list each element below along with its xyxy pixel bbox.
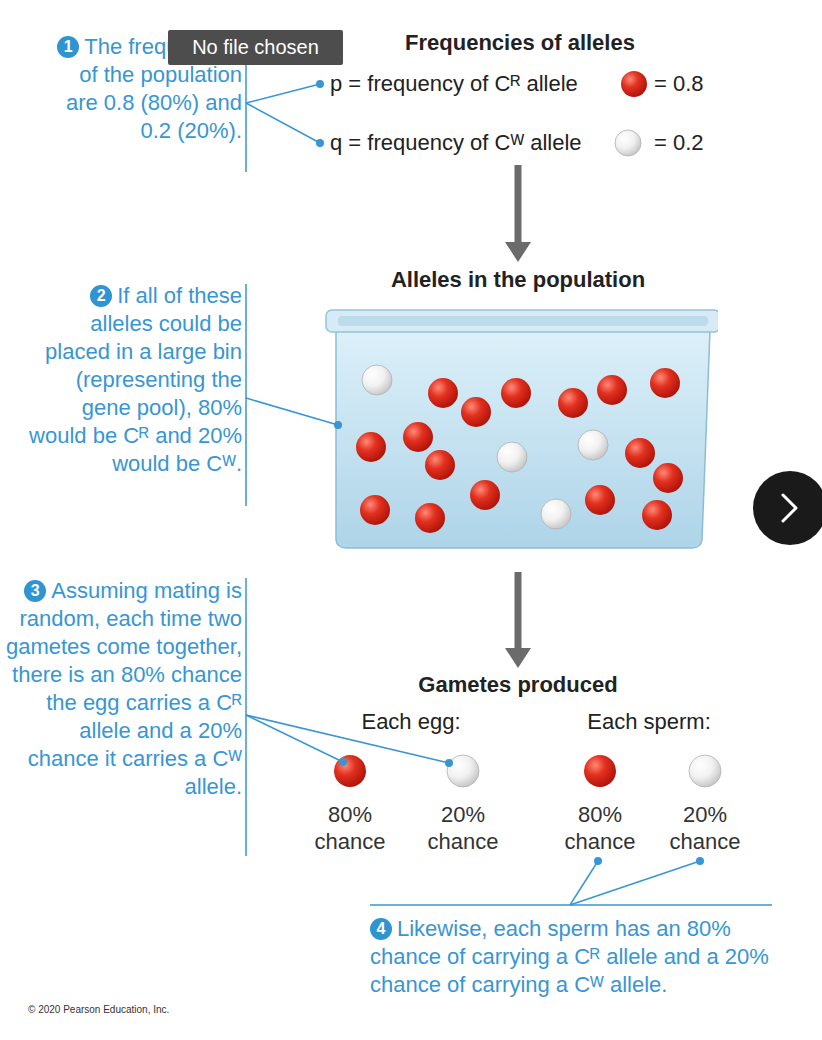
flow-arrow <box>515 165 522 242</box>
chevron-icon <box>783 495 796 521</box>
callout-bar <box>370 904 772 906</box>
leader-line <box>246 715 449 763</box>
red-allele-ball <box>470 480 500 510</box>
frequency-text: p = frequency of Cᴿ allele <box>330 70 615 98</box>
gametes-produced: Gametes producedEach egg: Each sperm: 80% … <box>298 668 738 860</box>
leader-line <box>246 398 338 425</box>
red-allele-ball <box>558 388 588 418</box>
callout-bar <box>245 45 247 172</box>
red-allele-ball <box>425 450 455 480</box>
white-allele-ball <box>362 365 392 395</box>
leader-dot <box>445 759 453 767</box>
callout-text: If all of these alleles could be placed … <box>29 283 242 476</box>
red-allele-ball <box>403 422 433 452</box>
leader-dot <box>334 421 342 429</box>
copyright-note: © 2020 Pearson Education, Inc. <box>28 1003 328 1017</box>
red-allele-ball <box>360 495 390 525</box>
red-allele-ball <box>585 485 615 515</box>
red-allele-ball <box>415 503 445 533</box>
callout: 2If all of these alleles could be placed… <box>28 282 242 478</box>
red-allele-ball <box>650 368 680 398</box>
red-allele-ball <box>428 378 458 408</box>
leader-line <box>570 861 598 905</box>
callout-text: Assuming mating is random, each time two… <box>6 578 242 799</box>
callout-text: The frequencies of the population are 0.… <box>66 34 242 143</box>
bin-outline <box>318 262 718 572</box>
chance-text: 20% chance <box>423 801 503 855</box>
sperm-red-allele <box>584 755 616 787</box>
gene-pool-bin: Alleles in the population <box>318 262 718 572</box>
leader-dot <box>316 80 324 88</box>
bin-opening <box>338 316 708 326</box>
gamete-heading: Each egg: <box>351 708 471 736</box>
sperm-white-allele <box>689 755 721 787</box>
white-allele-icon <box>615 130 641 156</box>
callout-bar <box>245 284 247 506</box>
red-allele-ball <box>501 378 531 408</box>
red-allele-ball <box>653 463 683 493</box>
chance-text: 80% chance <box>560 801 640 855</box>
red-allele-icon <box>621 71 647 97</box>
callout-number: 1 <box>57 36 79 58</box>
frequency-text: q = frequency of Cᵂ allele <box>330 129 615 157</box>
red-allele-ball <box>356 432 386 462</box>
callout-number: 4 <box>370 918 392 940</box>
leader-dot <box>696 857 704 865</box>
section-heading: Frequencies of alleles <box>375 29 665 57</box>
red-allele-ball <box>625 438 655 468</box>
white-allele-ball <box>541 499 571 529</box>
white-allele-ball <box>578 430 608 460</box>
red-allele-ball <box>597 375 627 405</box>
callout: 4Likewise, each sperm has an 80% chance … <box>370 915 782 999</box>
frequency-value: = 0.8 <box>654 70 724 98</box>
red-allele-ball <box>461 397 491 427</box>
callout: 3Assuming mating is random, each time tw… <box>5 577 242 801</box>
leader-line <box>246 103 320 143</box>
leader-line <box>246 715 343 762</box>
leader-dot <box>339 758 347 766</box>
allele-frequencies: Frequencies of alleles p = frequency of C… <box>313 25 723 165</box>
next-button <box>753 471 822 545</box>
egg-white-allele <box>447 755 479 787</box>
callout-text: Likewise, each sperm has an 80% chance o… <box>370 916 769 997</box>
callout-number: 3 <box>24 580 46 602</box>
section-heading: Alleles in the population <box>318 266 718 294</box>
frequency-value: = 0.2 <box>654 129 724 157</box>
leader-line <box>570 861 700 905</box>
red-allele-ball <box>642 500 672 530</box>
callout: 1The frequencies of the population are 0… <box>55 33 242 145</box>
bin-rim <box>326 310 718 332</box>
chance-text: 80% chance <box>310 801 390 855</box>
egg-red-allele <box>334 755 366 787</box>
white-allele-ball <box>497 442 527 472</box>
leader-dot <box>316 139 324 147</box>
callout-number: 2 <box>90 285 112 307</box>
bin-body <box>336 330 710 548</box>
callout-bar <box>245 578 247 856</box>
chance-text: 20% chance <box>665 801 745 855</box>
leader-line <box>246 84 320 103</box>
leader-dot <box>594 857 602 865</box>
flow-arrow <box>515 572 522 648</box>
section-heading: Gametes produced <box>298 671 738 699</box>
gamete-heading: Each sperm: <box>579 708 719 736</box>
